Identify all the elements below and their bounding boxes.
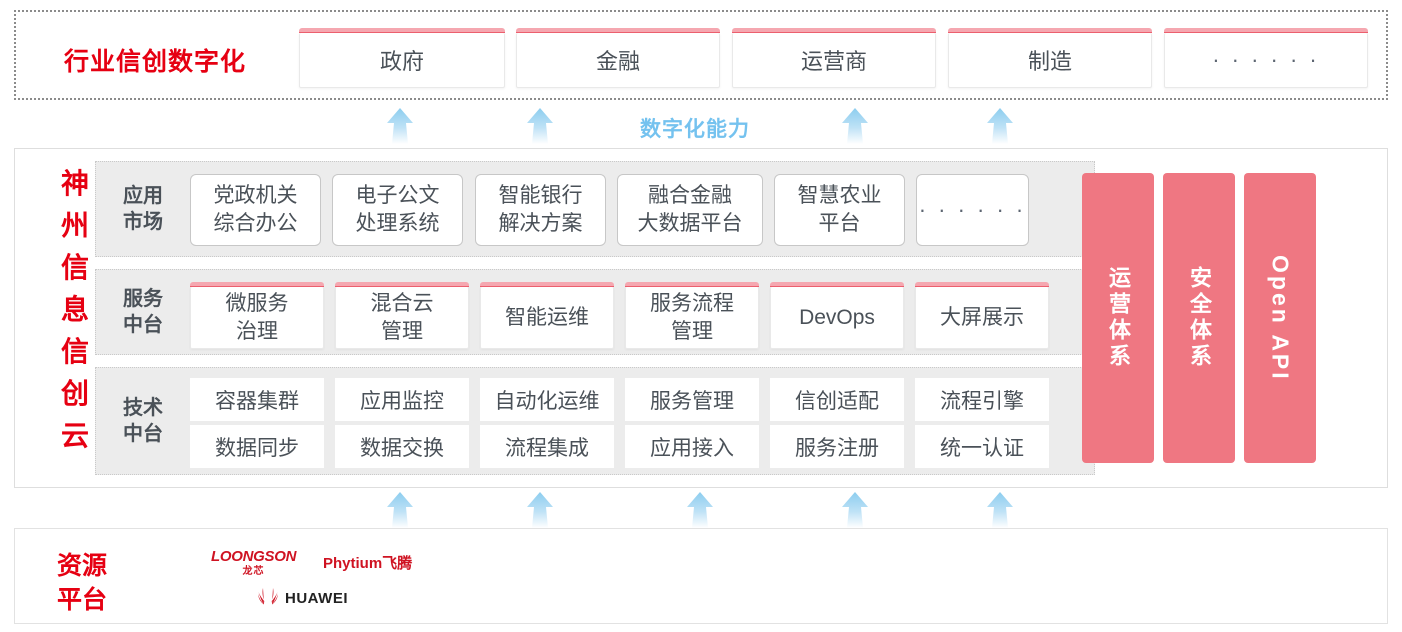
cloud-pillar-label: Open API	[1267, 254, 1294, 382]
cloud-section-title: 神州信息信创云	[60, 168, 89, 451]
cloud-card[interactable]: 容器集群	[190, 378, 324, 421]
cloud-card[interactable]: 应用监控	[335, 378, 469, 421]
cloud-card-label: 混合云管理	[370, 291, 434, 343]
capability-arrow	[983, 108, 1017, 144]
cloud-row-service-platform: 服务中台 微服务治理 混合云管理 智能运维 服务流程管理 DevOps 大屏展示	[95, 269, 1095, 355]
resource-arrow	[683, 492, 717, 528]
cloud-card[interactable]: 应用接入	[625, 425, 759, 468]
cloud-card-label: DevOps	[799, 305, 875, 329]
phytium-logo: Phytium飞腾	[323, 555, 413, 572]
vendor-logos: LOONGSON 龙芯 Phytium飞腾 HUAWEI	[205, 543, 435, 615]
loongson-logo-sub: 龙芯	[242, 566, 265, 577]
cloud-card[interactable]: 数据交换	[335, 425, 469, 468]
loongson-logo: LOONGSON 龙芯	[211, 549, 296, 579]
cloud-card[interactable]: 数据同步	[190, 425, 324, 468]
huawei-logo-text: HUAWEI	[285, 590, 348, 607]
capability-arrow	[383, 108, 417, 144]
cloud-card[interactable]: 服务流程管理	[625, 282, 759, 349]
cloud-card[interactable]: 电子公文处理系统	[332, 174, 463, 246]
cloud-pillar-label: 安全体系	[1187, 266, 1212, 370]
cloud-row-label-tech-platform: 技术中台	[123, 397, 163, 445]
cloud-card[interactable]: 服务管理	[625, 378, 759, 421]
cloud-card[interactable]: · · · · · ·	[916, 174, 1029, 246]
industry-card[interactable]: 政府	[299, 28, 505, 88]
industry-card[interactable]: 制造	[948, 28, 1152, 88]
cloud-card[interactable]: 流程集成	[480, 425, 614, 468]
loongson-logo-main: LOONGSON	[211, 548, 297, 565]
capability-arrow	[523, 108, 557, 144]
cloud-row-tech-platform: 技术中台容器集群应用监控自动化运维服务管理信创适配流程引擎数据同步数据交换流程集…	[95, 367, 1095, 475]
cloud-card[interactable]: 智能运维	[480, 282, 614, 349]
cloud-card[interactable]: DevOps	[770, 282, 904, 349]
cloud-card-label: 服务流程管理	[650, 291, 734, 343]
industry-section-title: 行业信创数字化	[64, 48, 247, 76]
industry-card-label: 制造	[1027, 49, 1072, 74]
cloud-card[interactable]: 融合金融大数据平台	[617, 174, 763, 246]
cloud-card[interactable]: 统一认证	[915, 425, 1049, 468]
resource-arrow	[983, 492, 1017, 528]
cloud-card[interactable]: 党政机关综合办公	[190, 174, 321, 246]
cloud-card[interactable]: 流程引擎	[915, 378, 1049, 421]
cloud-pillar-label: 运营体系	[1106, 266, 1131, 370]
capability-label: 数字化能力	[640, 118, 750, 141]
cloud-card[interactable]: 服务注册	[770, 425, 904, 468]
resource-arrow	[523, 492, 557, 528]
cloud-section: 神州信息信创云 应用市场党政机关综合办公电子公文处理系统智能银行解决方案融合金融…	[14, 148, 1388, 488]
resource-section: 资源平台 LOONGSON 龙芯 Phytium飞腾	[14, 528, 1388, 624]
cloud-row-app-market: 应用市场党政机关综合办公电子公文处理系统智能银行解决方案融合金融大数据平台智慧农…	[95, 161, 1095, 257]
resource-section-title: 资源平台	[57, 552, 108, 614]
cloud-card[interactable]: 微服务治理	[190, 282, 324, 349]
cloud-row-label-app-market: 应用市场	[123, 185, 163, 233]
cloud-card[interactable]: 智慧农业平台	[774, 174, 905, 246]
industry-card[interactable]: 金融	[516, 28, 720, 88]
industry-card-label: · · · · · ·	[1212, 47, 1320, 72]
capability-arrow	[838, 108, 872, 144]
resource-arrow	[838, 492, 872, 528]
cloud-pillar[interactable]: 安全体系	[1163, 173, 1235, 463]
huawei-flower-icon	[257, 587, 279, 610]
industry-card[interactable]: 运营商	[732, 28, 936, 88]
cloud-pillar[interactable]: 运营体系	[1082, 173, 1154, 463]
resource-arrow	[383, 492, 417, 528]
industry-card[interactable]: · · · · · ·	[1164, 28, 1368, 88]
industry-card-label: 金融	[595, 49, 640, 74]
cloud-card[interactable]: 信创适配	[770, 378, 904, 421]
industry-card-label: 政府	[379, 49, 424, 74]
cloud-row-label-service-platform: 服务中台	[123, 288, 163, 336]
cloud-card[interactable]: 智能银行解决方案	[475, 174, 606, 246]
cloud-card[interactable]: 混合云管理	[335, 282, 469, 349]
industry-section: 行业信创数字化 政府 金融 运营商 制造 · · · · · ·	[14, 10, 1388, 100]
cloud-pillar[interactable]: Open API	[1244, 173, 1316, 463]
cloud-card-label: 微服务治理	[225, 291, 289, 343]
cloud-card[interactable]: 自动化运维	[480, 378, 614, 421]
huawei-logo: HUAWEI	[257, 587, 348, 610]
cloud-card-label: 大屏展示	[940, 305, 1024, 329]
cloud-card[interactable]: 大屏展示	[915, 282, 1049, 349]
cloud-card-label: · · · · · ·	[918, 197, 1027, 222]
cloud-card-label: 智能运维	[505, 305, 589, 329]
industry-card-label: 运营商	[800, 49, 867, 74]
